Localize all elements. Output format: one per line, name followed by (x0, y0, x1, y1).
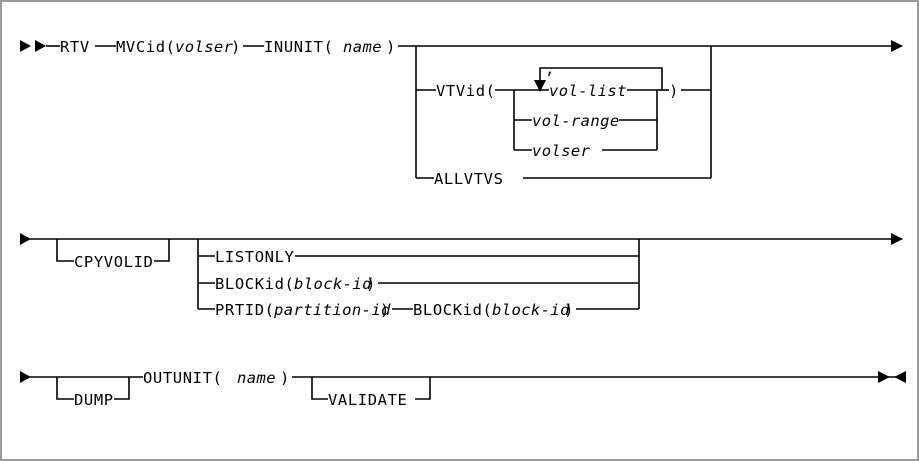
row3-start-arrow (20, 371, 31, 383)
validate-rejoin-path (415, 377, 431, 400)
vol-list-loop-path (539, 67, 663, 90)
validate-bypass-path (311, 377, 328, 400)
token-volser-param: volser (175, 38, 234, 56)
start-terminator-arrow-1 (20, 40, 31, 52)
token-allvtvs: ALLVTVS (434, 170, 504, 188)
token-mvcid-open: MVCid( (116, 38, 176, 56)
row1-continue-arrow (891, 40, 903, 52)
vol-list-loop-arrow (534, 80, 546, 92)
dump-bypass-path (56, 377, 74, 400)
token-outunit-close: ) (280, 369, 290, 387)
token-blockid-open: BLOCKid( (215, 275, 294, 293)
token-block-id-param: block-id (294, 275, 372, 293)
token-rtv: RTV (60, 38, 90, 56)
token-inunit-close: ) (386, 38, 396, 56)
token-volser: volser (532, 142, 591, 160)
token-mvcid-close: ) (231, 38, 241, 56)
end-terminator-arrow-left (894, 371, 906, 383)
token-blockid-2-open: BLOCKid( (413, 301, 492, 319)
dump-rejoin-path (114, 377, 130, 400)
token-cpyvolid: CPYVOLID (74, 253, 153, 271)
row2-continue-arrow (891, 233, 903, 245)
cpyvolid-bypass-path (56, 239, 74, 262)
token-blockid-2-close: ) (564, 301, 574, 319)
token-vol-range: vol-range (532, 112, 620, 130)
token-validate: VALIDATE (328, 391, 407, 409)
end-terminator-arrow-right (878, 371, 890, 383)
row2-start-arrow (20, 233, 31, 245)
token-inunit-open: INUNIT( (264, 38, 334, 56)
token-loop-comma: , (545, 60, 555, 78)
start-terminator-arrow-2 (35, 40, 46, 52)
token-dump: DUMP (74, 391, 114, 409)
token-inunit-name-param: name (343, 38, 382, 56)
token-listonly: LISTONLY (215, 248, 295, 266)
token-vtvid-close: ) (669, 82, 679, 100)
token-vtvid-open: VTVid( (436, 82, 496, 100)
token-outunit-name-param: name (237, 369, 276, 387)
token-prtid-open: PRTID( (215, 301, 275, 319)
token-outunit-open: OUTUNIT( (143, 369, 222, 387)
token-vol-list: vol-list (549, 82, 627, 100)
token-prtid-close: ) (380, 301, 390, 319)
token-block-id-param-2: block-id (492, 301, 570, 319)
token-blockid-close: ) (366, 275, 376, 293)
cpyvolid-rejoin-path (154, 239, 170, 262)
token-partition-id-param: partition-id (273, 301, 391, 319)
